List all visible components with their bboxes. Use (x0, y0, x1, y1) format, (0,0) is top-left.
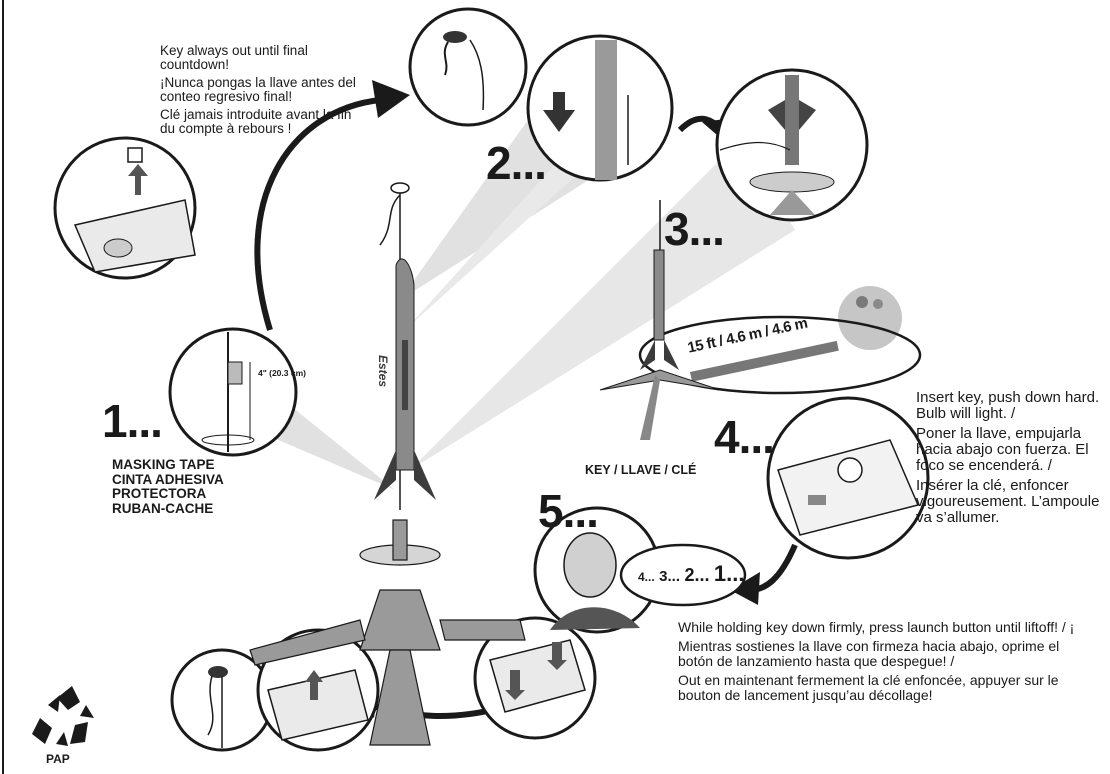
countdown-2: 2... (684, 565, 709, 585)
note-insert-key-es: Poner la llave, empujarla hacia abajo co… (916, 426, 1106, 474)
masking-tape-en: MASKING TAPE (112, 458, 224, 473)
tape-measure-label: 4" (20.3 cm) (258, 368, 306, 378)
note-insert-key-en: Insert key, push down hard. Bulb will li… (916, 390, 1106, 422)
countdown-4: 4... (638, 570, 655, 584)
masking-tape-es-2: PROTECTORA (112, 487, 224, 502)
note-key-out-en: Key always out until final countdown! (160, 44, 370, 72)
detail-circle-controller (768, 398, 928, 558)
note-hold-key-es: Mientras sostienes la llave con firmeza … (678, 639, 1078, 669)
note-hold-key-fr: Out en maintenant fermement la clé enfon… (678, 673, 1078, 703)
note-key-out-fr: Clé jamais introduite avant la fin du co… (160, 108, 370, 136)
countdown-3: 3... (659, 568, 680, 585)
step-4-label: 4... (714, 414, 774, 460)
note-hold-key: While holding key down firmly, press lau… (678, 620, 1078, 707)
family-photo (838, 286, 902, 350)
main-rocket (374, 183, 436, 510)
note-key-out-es: ¡Nunca pongas la llave antes del conteo … (160, 76, 370, 104)
detail-circle-clips (717, 70, 867, 220)
detail-circle-slide-down (528, 36, 672, 180)
masking-tape-es-1: CINTA ADHESIVA (112, 473, 224, 488)
step-2-label: 2... (486, 140, 546, 186)
note-insert-key: Insert key, push down hard. Bulb will li… (916, 390, 1106, 530)
step-1-label: 1... (102, 398, 162, 444)
masking-tape-fr: RUBAN-CACHE (112, 502, 224, 517)
note-insert-key-fr: Insérer la clé, enfoncer vigoureusement.… (916, 478, 1106, 526)
rocket-brand-label: Estes (376, 355, 390, 387)
note-hold-key-en: While holding key down firmly, press lau… (678, 620, 1078, 635)
key-label: KEY / LLAVE / CLÉ (585, 463, 696, 478)
detail-circle-igniter (410, 9, 526, 125)
recycle-code: PAP (46, 752, 70, 766)
step-5-label: 5... (538, 488, 598, 534)
detail-circle-masking-tape (170, 329, 296, 455)
masking-tape-label: MASKING TAPE CINTA ADHESIVA PROTECTORA R… (112, 458, 224, 516)
detail-circle-key-out (55, 138, 195, 278)
note-key-out: Key always out until final countdown! ¡N… (160, 44, 370, 140)
step-3-label: 3... (664, 206, 724, 252)
countdown-text: 4... 3... 2... 1... (638, 563, 745, 588)
recycle-number: 22 (52, 712, 64, 724)
countdown-1: 1... (714, 561, 745, 586)
